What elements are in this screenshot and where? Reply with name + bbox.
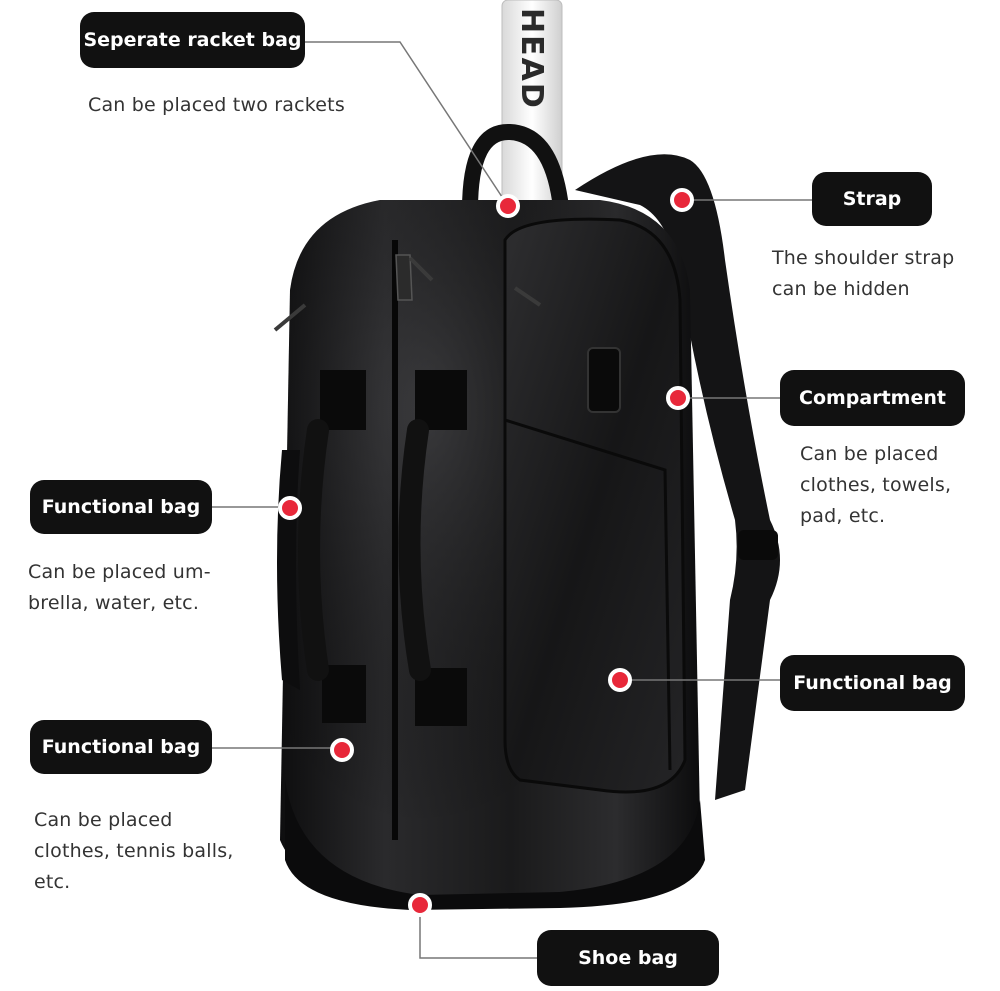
desc-functional-bag-left: Can be placed um- brella, water, etc. <box>28 561 211 614</box>
top-handle <box>462 124 568 218</box>
zipper-pull <box>395 254 413 301</box>
label-functional-bag-right: Functional bag <box>780 655 965 711</box>
marker-dots <box>278 188 694 917</box>
label-functional-bag-bottom: Functional bag <box>30 720 212 774</box>
label-compartment: Compartment <box>780 370 965 426</box>
strap-buckle <box>738 530 778 560</box>
shoulder-strap <box>575 154 780 800</box>
marker-dot <box>608 668 632 692</box>
desc-strap: The shoulder strap can be hidden <box>772 247 955 300</box>
desc-racket-bag: Can be placed two rackets <box>88 94 345 116</box>
marker-dot <box>496 194 520 218</box>
desc-functional-bag-bottom: Can be placed clothes, tennis balls, etc… <box>34 809 234 893</box>
marker-dot <box>330 738 354 762</box>
label-shoe-bag: Shoe bag <box>537 930 719 986</box>
desc-compartment: Can be placed clothes, towels, pad, etc. <box>800 443 952 527</box>
usb-port <box>587 347 621 413</box>
marker-dot <box>408 893 432 917</box>
label-strap: Strap <box>812 172 932 226</box>
label-functional-bag-left: Functional bag <box>30 480 212 534</box>
marker-dot <box>666 386 690 410</box>
marker-dot <box>670 188 694 212</box>
side-handles <box>298 370 467 726</box>
front-pocket <box>503 217 687 794</box>
racket-brand-text: HEAD <box>514 8 549 110</box>
callout-lines <box>210 41 812 959</box>
label-racket-bag: Seperate racket bag <box>80 12 305 68</box>
marker-dot <box>278 496 302 520</box>
